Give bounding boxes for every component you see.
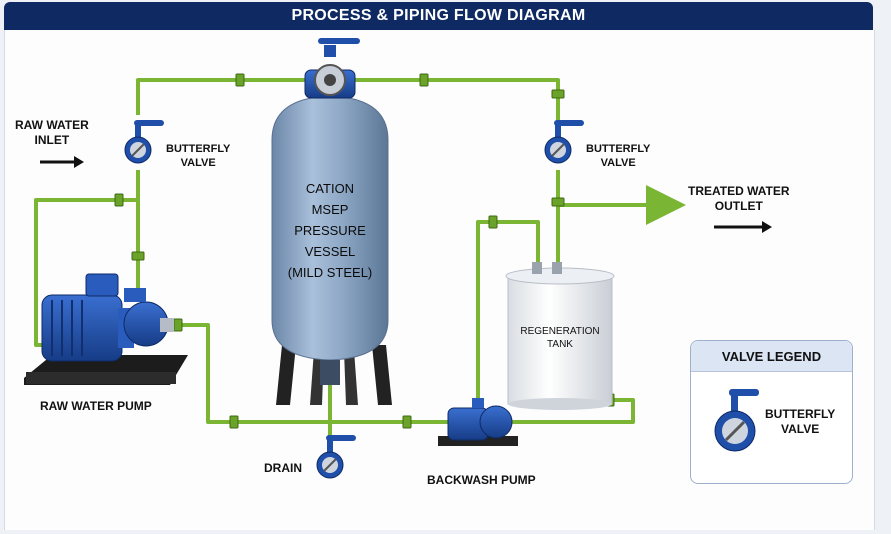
top-multiport-valve — [304, 38, 360, 99]
pressure-vessel — [271, 95, 392, 405]
diagram-title: PROCESS & PIPING FLOW DIAGRAM — [291, 7, 586, 24]
regeneration-tank — [505, 262, 615, 410]
inlet-arrow — [40, 156, 84, 168]
pipe-backwash-return — [505, 398, 635, 424]
pipe-flanges — [114, 73, 615, 429]
raw-water-pump — [24, 273, 188, 385]
backwash-pump — [438, 398, 518, 446]
butterfly-valve-drain — [316, 435, 356, 479]
backwash-pump-label: BACKWASH PUMP — [427, 473, 536, 487]
raw-water-pump-label: RAW WATER PUMP — [40, 399, 152, 413]
butterfly-valve-icon — [714, 389, 759, 452]
pipe-tank-inlet — [476, 220, 540, 400]
butterfly-valve-left — [124, 120, 164, 164]
drain-label: DRAIN — [264, 461, 302, 475]
legend-title: VALVE LEGEND — [691, 341, 852, 372]
butterfly-valve-right — [544, 120, 584, 164]
title-bar: PROCESS & PIPING FLOW DIAGRAM — [4, 2, 873, 30]
outlet-arrow — [714, 221, 772, 233]
